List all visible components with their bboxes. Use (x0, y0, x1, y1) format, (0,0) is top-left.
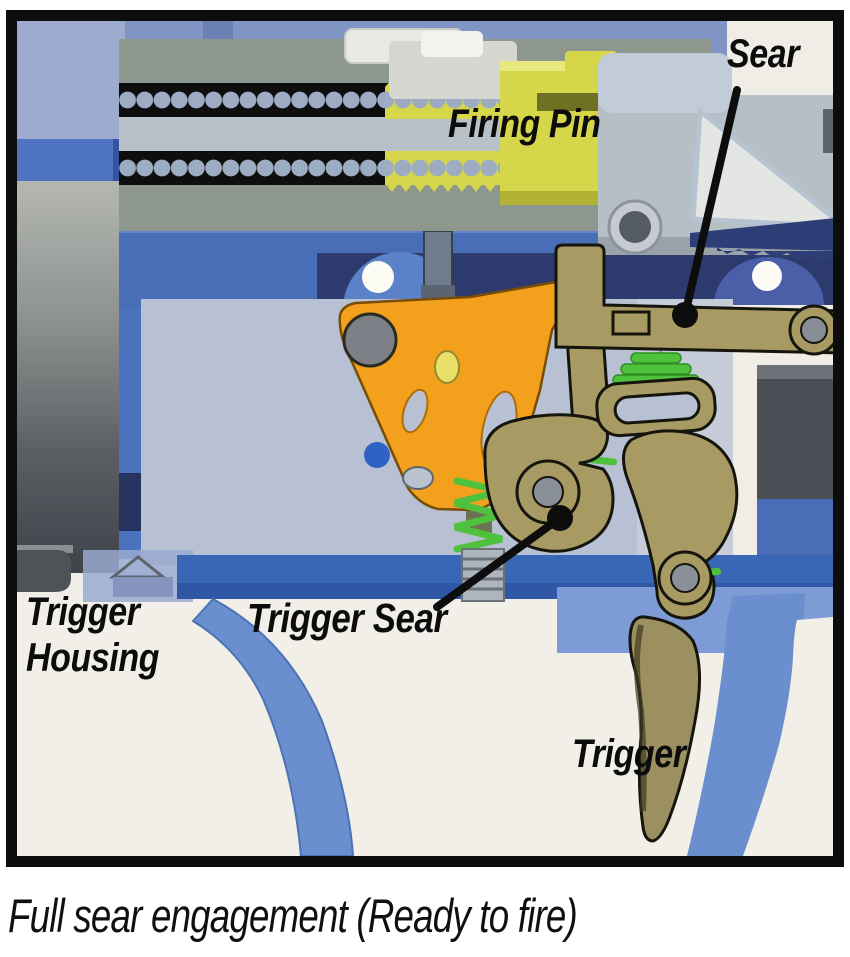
firing-pin-serrated-lower (385, 183, 505, 192)
sear-callout-line (681, 86, 741, 319)
diagram-frame (6, 10, 844, 867)
trigger-sear-callout-line (433, 514, 564, 611)
trigger-guard-front (191, 597, 355, 856)
receiver-screw-hole (362, 261, 394, 293)
trigger-blade (628, 615, 701, 843)
label-firing-pin: Firing Pin (448, 102, 601, 146)
mid-receiver (119, 217, 833, 309)
firing-pin-part (500, 51, 617, 205)
sear-notch (611, 310, 651, 336)
orange-screw (402, 466, 434, 490)
floorplate (17, 550, 71, 592)
serrated-wedge (690, 218, 833, 251)
label-sear: Sear (727, 32, 800, 76)
mechanism-diagram (17, 21, 833, 856)
sear-callout-dot (672, 302, 698, 328)
trigger-slot (613, 391, 701, 425)
yellow-pin (434, 350, 460, 384)
receiver-screw-hole-rear (752, 261, 782, 291)
callouts (433, 86, 741, 611)
cocking-piece-pivot (342, 312, 398, 368)
trigger-guard-rear (687, 593, 805, 856)
label-trigger-housing: Trigger Housing (26, 590, 160, 680)
label-trigger: Trigger (572, 732, 686, 776)
figure-caption: Full sear engagement (Ready to fire) (8, 889, 578, 942)
barrel-shadow (17, 181, 119, 573)
trigger-sear-callout-dot (547, 505, 573, 531)
label-trigger-sear: Trigger Sear (247, 595, 447, 641)
receiver-screw (423, 230, 453, 294)
mainspring-coils-lower (119, 151, 505, 185)
blue-pin (364, 442, 390, 468)
trigger-part (595, 376, 739, 843)
